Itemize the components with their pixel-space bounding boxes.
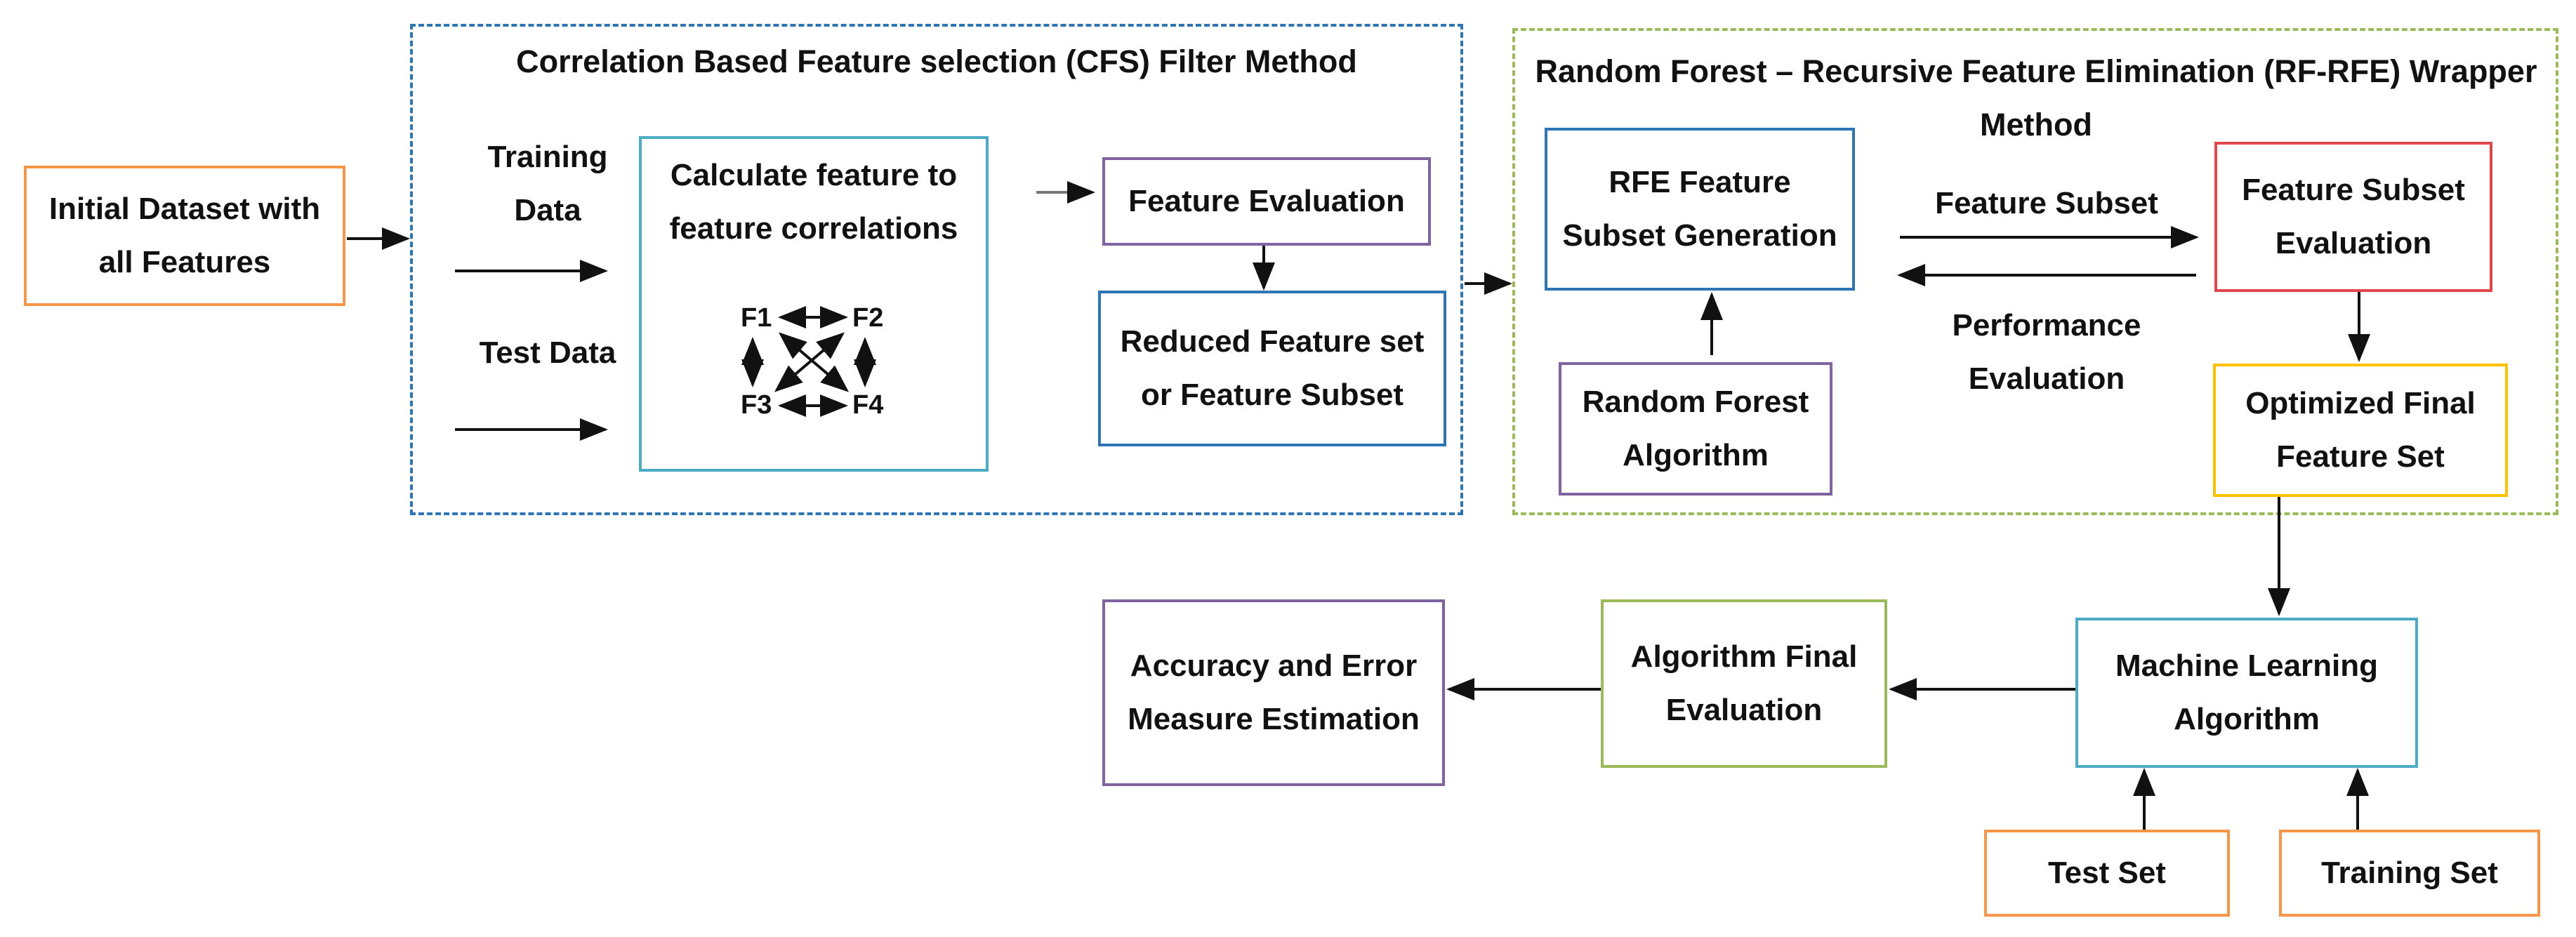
reduced-feature-set-box: Reduced Feature set or Feature Subset bbox=[1098, 291, 1446, 446]
optimized-final-feature-set-box: Optimized Final Feature Set bbox=[2213, 364, 2508, 497]
accuracy-error-estimation-box: Accuracy and Error Measure Estimation bbox=[1102, 599, 1445, 786]
machine-learning-algorithm-box: Machine Learning Algorithm bbox=[2075, 618, 2418, 768]
performance-evaluation-label: Performance Evaluation bbox=[1952, 308, 2141, 396]
test-data-label: Test Data bbox=[479, 335, 616, 370]
feature-evaluation-box: Feature Evaluation bbox=[1102, 157, 1431, 246]
feature-f3-label: F3 bbox=[741, 390, 772, 420]
rfe-subset-generation-box: RFE Feature Subset Generation bbox=[1545, 128, 1855, 291]
feature-f4-label: F4 bbox=[852, 390, 884, 420]
training-set-box: Training Set bbox=[2279, 830, 2540, 917]
arrow-f1-f4 bbox=[778, 332, 850, 392]
arrow-f2-f3 bbox=[774, 332, 845, 392]
feature-f2-label: F2 bbox=[852, 303, 884, 333]
correlation-arrows bbox=[741, 306, 876, 417]
feature-subset-evaluation-box: Feature Subset Evaluation bbox=[2214, 142, 2492, 292]
algorithm-final-evaluation-box: Algorithm Final Evaluation bbox=[1601, 599, 1887, 768]
cfs-group-title: Correlation Based Feature selection (CFS… bbox=[516, 44, 1357, 79]
initial-dataset-box: Initial Dataset with all Features bbox=[24, 166, 345, 306]
training-data-label: Training Data bbox=[487, 140, 608, 227]
cfs-filter-group bbox=[410, 24, 1463, 515]
feature-f1-label: F1 bbox=[741, 303, 772, 333]
rf-rfe-wrapper-group bbox=[1512, 28, 2558, 515]
feature-subset-label: Feature Subset bbox=[1935, 186, 2158, 220]
test-set-box: Test Set bbox=[1984, 830, 2230, 917]
rf-rfe-group-title: Random Forest – Recursive Feature Elimin… bbox=[1535, 53, 2537, 142]
random-forest-box: Random Forest Algorithm bbox=[1559, 362, 1832, 496]
